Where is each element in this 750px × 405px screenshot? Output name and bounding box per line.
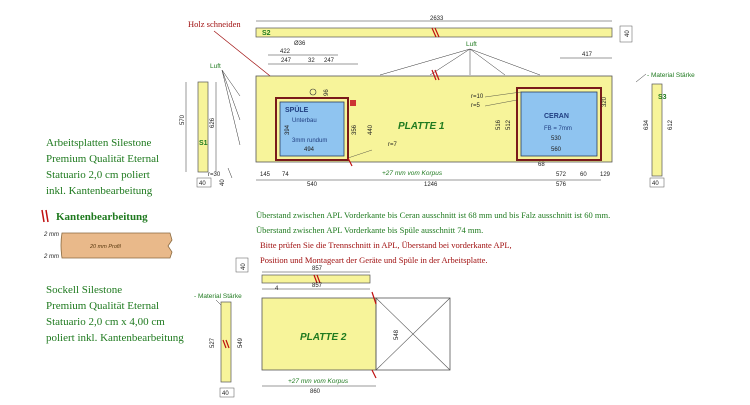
side-panel-s3: - Material Stärke S3 634 612 40 — [635, 72, 695, 188]
sink-cutout-outer — [275, 97, 349, 161]
side-panel-p2: - Material Stärke 527 549 40 — [194, 293, 244, 398]
dim-612: 612 — [668, 119, 674, 130]
dim-40-p2: 40 — [241, 263, 247, 270]
dim-516: 516 — [496, 119, 502, 130]
dim-32: 32 — [308, 58, 315, 64]
dim-549: 549 — [238, 337, 244, 348]
dim-626: 626 — [210, 117, 216, 128]
dim-857a: 857 — [312, 266, 323, 272]
s1-label: S1 — [199, 140, 208, 147]
profil-mm-top: 2 mm — [43, 232, 59, 238]
dim-68: 68 — [538, 162, 545, 168]
dim-440: 440 — [368, 124, 374, 135]
back-panel-s2: 2633 S2 40 — [255, 16, 633, 43]
dim-356: 356 — [352, 124, 358, 135]
luft-left: Luft — [210, 63, 221, 70]
note-red-1: Bitte prüfen Sie die Trennschnitt in APL… — [260, 240, 512, 250]
luft-top: Luft — [466, 41, 477, 48]
desc2-line3: Statuario 2,0 cm x 4,00 cm — [46, 316, 165, 328]
dim-247a: 247 — [281, 58, 292, 64]
ceran-cutout-outer — [516, 87, 602, 161]
platte-2: 40 857 857 4 PLATTE 2 548 +27 mm vom Kor… — [235, 257, 451, 395]
ceran-width2: 560 — [551, 147, 562, 153]
dim-417: 417 — [582, 52, 593, 58]
profil-mm-bottom: 2 mm — [43, 254, 59, 260]
desc1-line4: inkl. Kantenbearbeitung — [46, 185, 153, 197]
sink-cutout — [279, 101, 345, 157]
ceran-width: 530 — [551, 136, 562, 142]
dim-857b: 857 — [312, 283, 323, 289]
kanten-title: Kantenbearbeitung — [56, 211, 148, 223]
desc2-line1: Sockell Silestone — [46, 284, 122, 296]
desc1-line1: Arbeitsplatten Silestone — [46, 137, 152, 149]
dim-860: 860 — [310, 389, 321, 395]
marker-square — [350, 100, 356, 106]
dim-40-b: 40 — [220, 179, 226, 186]
dim-129: 129 — [600, 172, 611, 178]
desc1-line2: Premium Qualität Eternal — [46, 153, 159, 165]
desc2-line2: Premium Qualität Eternal — [46, 300, 159, 312]
edge-profile-shape — [60, 232, 173, 259]
r5: r=5 — [471, 103, 481, 109]
material-staerke-top: - Material Stärke — [647, 72, 695, 79]
edge-processing-legend: Kantenbearbeitung 2 mm 2 mm 20 mm Profil — [41, 209, 173, 260]
dim-540: 540 — [307, 182, 318, 188]
s2-label: S2 — [262, 30, 271, 37]
material-description-1: Arbeitsplatten Silestone Premium Qualitä… — [46, 137, 159, 197]
spuele-sub: Unterbau — [292, 118, 317, 124]
holz-schneiden: Holz schneiden — [188, 19, 241, 29]
note-green-1: Überstand zwischen APL Vorderkante bis C… — [256, 210, 610, 220]
dim-512: 512 — [506, 119, 512, 130]
r10: r=10 — [471, 94, 484, 100]
platte1-title: PLATTE 1 — [398, 121, 445, 132]
dim-40-top: 40 — [625, 30, 631, 37]
spuele-width: 494 — [304, 147, 315, 153]
appliance-area — [375, 297, 451, 371]
platte-1: SPÜLE Unterbau 3mm rundum 494 394 96 356… — [255, 69, 613, 177]
dim-247b: 247 — [324, 58, 335, 64]
spuele-height: 394 — [285, 124, 291, 135]
s3-label: S3 — [658, 94, 667, 101]
dim-36: Ø36 — [294, 41, 306, 47]
spuele-radius: 3mm rundum — [292, 138, 327, 144]
r7: r=7 — [388, 142, 398, 148]
desc1-line3: Statuario 2,0 cm poliert — [46, 169, 150, 181]
dim-576: 576 — [556, 182, 567, 188]
dim-2633: 2633 — [430, 16, 444, 22]
dim-40-s3: 40 — [652, 181, 659, 187]
dim-527: 527 — [210, 337, 216, 348]
dim-40-p2b: 40 — [222, 391, 229, 397]
spuele-label: SPÜLE — [285, 105, 309, 114]
platte1-korpus: +27 mm vom Korpus — [382, 170, 443, 177]
desc2-line4: poliert inkl. Kantenbearbeitung — [46, 332, 184, 344]
ceran-cutout — [520, 91, 598, 157]
dim-1246: 1246 — [424, 182, 438, 188]
dim-548: 548 — [394, 329, 400, 340]
tap-hole — [309, 88, 317, 96]
profil-label: 20 mm Profil — [89, 244, 122, 250]
r30: r=30 — [208, 172, 221, 178]
dim-422: 422 — [280, 49, 291, 55]
notes: Überstand zwischen APL Vorderkante bis C… — [256, 210, 610, 265]
dim-145: 145 — [260, 172, 271, 178]
note-green-2: Überstand zwischen APL Vorderkante bis S… — [256, 225, 483, 235]
dim-570: 570 — [180, 114, 186, 125]
dim-40-s1: 40 — [199, 181, 206, 187]
platte2-korpus: +27 mm vom Korpus — [288, 378, 349, 385]
side-panel-s1: S1 570 626 40 — [180, 81, 217, 188]
dim-320: 320 — [602, 96, 608, 107]
dim-4: 4 — [275, 286, 279, 292]
ceran-fb: FB = 7mm — [544, 126, 572, 132]
dim-74: 74 — [282, 172, 289, 178]
dim-96: 96 — [324, 89, 330, 96]
dim-60: 60 — [580, 172, 587, 178]
platte2-title: PLATTE 2 — [300, 332, 347, 343]
ceran-label: CERAN — [544, 113, 569, 120]
dim-572: 572 — [556, 172, 567, 178]
material-staerke-bottom: - Material Stärke — [194, 293, 242, 300]
material-description-2: Sockell Silestone Premium Qualität Etern… — [46, 284, 184, 344]
note-red-2: Position und Montageart der Geräte und S… — [260, 255, 488, 265]
dim-634: 634 — [644, 119, 650, 130]
